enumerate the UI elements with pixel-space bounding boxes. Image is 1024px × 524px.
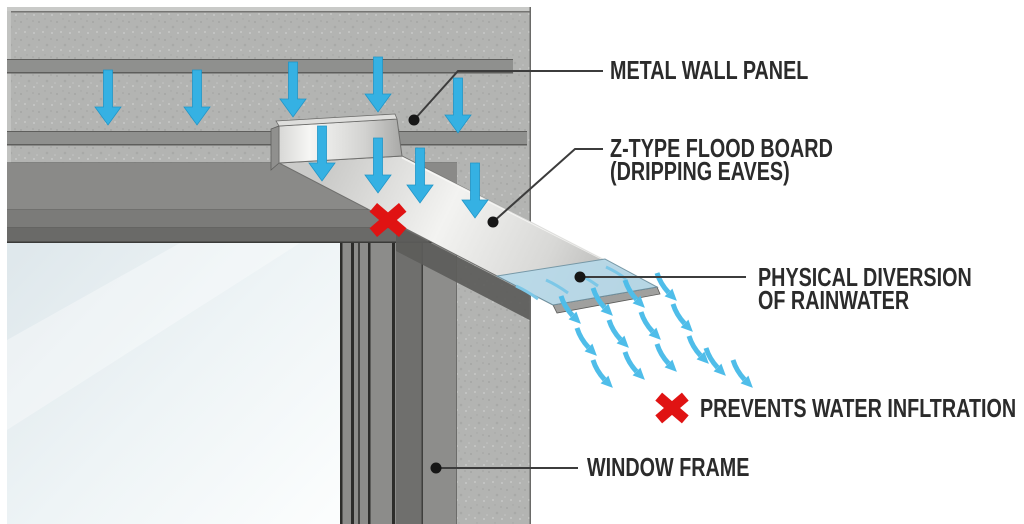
flange-top-lip [275,113,398,127]
frame-profile-line [351,243,354,524]
panel-joint-line [7,131,527,133]
label-metal-wall-panel: METAL WALL PANEL [610,57,808,83]
leader-z-type-flood-board [492,148,603,223]
label-text: METAL WALL PANEL [610,55,809,85]
rain-drip-curved-arrow [593,360,613,388]
label-text-line1: PHYSICAL DIVERSION [758,262,972,292]
label-text-line2: OF RAINWATER [758,285,910,315]
label-z-type-flood-board: Z-TYPE FLOOD BOARD (DRIPPING EAVES) [610,135,833,186]
rain-drip-curved-arrow [609,320,629,348]
z-type-flood-board [270,113,661,314]
label-text: PREVENTS WATER INFLTRATION [700,393,1017,423]
flange-left-return [270,125,280,171]
label-text: WINDOW FRAME [587,452,750,482]
panel-joint-line [7,59,513,61]
window-glass [7,243,340,524]
panel-joint-band-upper [7,60,513,73]
blocked-infiltration-cross-icon [659,397,686,420]
rain-drip-curved-arrow [673,304,693,332]
label-text-line1: Z-TYPE FLOOD BOARD [610,133,833,163]
rain-drip-curved-arrow [657,344,677,372]
frame-profile-line [368,243,371,524]
leader-lines [413,70,746,469]
label-physical-diversion: PHYSICAL DIVERSION OF RAINWATER [758,264,972,315]
label-text-line2: (DRIPPING EAVES) [610,156,790,186]
frame-profile-line [358,243,360,524]
rain-drip-curved-arrow [641,312,661,340]
frame-profile-line [392,243,395,524]
head-face-mid [7,210,457,228]
frame-profile-line [340,243,343,524]
head-bottom-line [7,241,457,244]
rain-drip-curved-arrow [733,360,753,388]
jamb-line [421,243,423,524]
rain-drip-curved-arrow [577,328,597,356]
leader-metal-wall-panel [413,70,603,121]
leader-dot [430,462,442,474]
board-under-shadow [396,225,530,320]
panel-joint-band-lower [7,132,527,145]
panel-joint-line [7,72,513,74]
leader-dot [574,271,586,283]
board-vertical-flange [278,118,403,164]
glass-sheen [7,243,300,430]
rain-drip-curved-arrow [706,348,726,376]
head-face-lower [7,228,457,243]
leader-dot [487,216,499,228]
label-prevents-water-infiltration: PREVENTS WATER INFLTRATION [700,395,1016,421]
window-frame-jamb [340,243,458,524]
rain-drip-curved-arrow [625,352,645,380]
leader-dots [408,114,586,474]
leader-dot [408,114,420,126]
wall-top-edge-highlight [7,7,531,11]
label-window-frame: WINDOW FRAME [587,454,749,480]
wall-top-edge-line [7,11,531,13]
panel-joint-line [7,144,527,146]
jamb-reveal-dark [396,243,422,524]
jamb-reveal-mid [423,243,457,524]
wall-left-edge-highlight [7,11,11,163]
